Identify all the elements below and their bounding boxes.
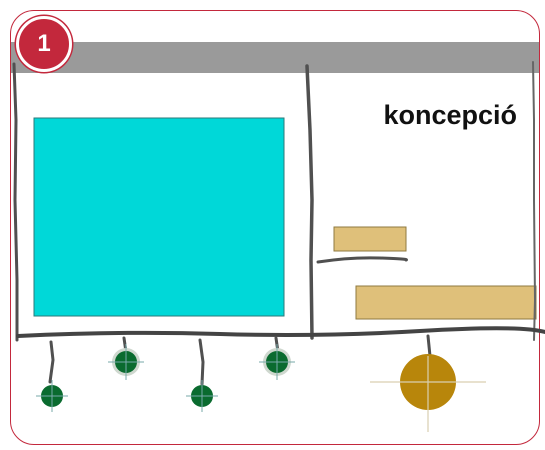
green-node-2 bbox=[108, 344, 144, 380]
gold-node bbox=[370, 354, 486, 432]
leader-stroke-3 bbox=[198, 338, 205, 386]
green-node-3 bbox=[186, 380, 218, 412]
leader-stroke-1 bbox=[48, 340, 55, 384]
leader-stroke-5 bbox=[426, 334, 432, 358]
bottom-horizontal-stroke bbox=[16, 326, 545, 338]
green-node-1 bbox=[36, 380, 68, 412]
screen-rectangle bbox=[33, 117, 285, 317]
panel-connector-stroke bbox=[316, 256, 408, 264]
concept-title: koncepció bbox=[383, 100, 517, 130]
small-panel bbox=[333, 226, 407, 252]
green-node-4 bbox=[259, 344, 295, 380]
step-number: 1 bbox=[37, 30, 51, 57]
right-vertical-stroke bbox=[532, 61, 537, 341]
header-bar bbox=[11, 42, 539, 73]
left-vertical-stroke bbox=[12, 62, 19, 342]
step-badge: 1 bbox=[16, 16, 72, 72]
wide-panel bbox=[355, 285, 537, 320]
center-vertical-stroke bbox=[305, 64, 314, 340]
